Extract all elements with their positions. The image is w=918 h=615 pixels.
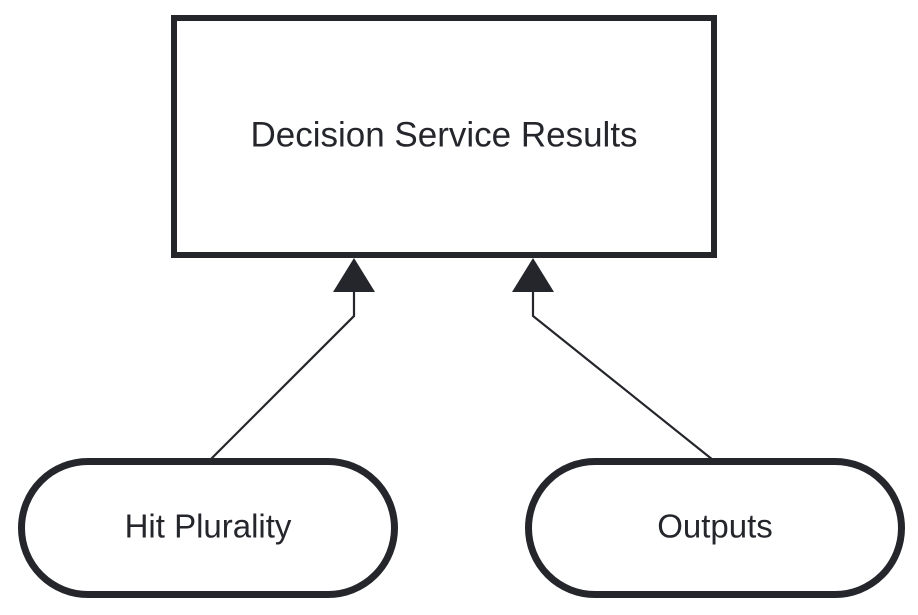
arrowhead-up-icon — [333, 258, 375, 292]
hit-plurality-pill[interactable] — [18, 458, 398, 598]
decision-service-results-box[interactable] — [171, 15, 717, 258]
arrowhead-up-icon — [512, 258, 554, 292]
outputs-label: Outputs — [657, 508, 773, 545]
decision-service-results-label: Decision Service Results — [250, 115, 637, 154]
edge-outputs-to-results[interactable] — [512, 258, 714, 461]
edge-hit-plurality-to-results[interactable] — [209, 258, 375, 461]
edge-line-hit-plurality — [209, 288, 356, 461]
node-outputs[interactable]: Outputs — [525, 458, 905, 598]
edge-line-outputs — [531, 288, 714, 461]
outputs-pill[interactable] — [525, 458, 905, 598]
node-decision-service-results[interactable]: Decision Service Results — [171, 15, 717, 258]
node-hit-plurality[interactable]: Hit Plurality — [18, 458, 398, 598]
hit-plurality-label: Hit Plurality — [125, 508, 292, 545]
